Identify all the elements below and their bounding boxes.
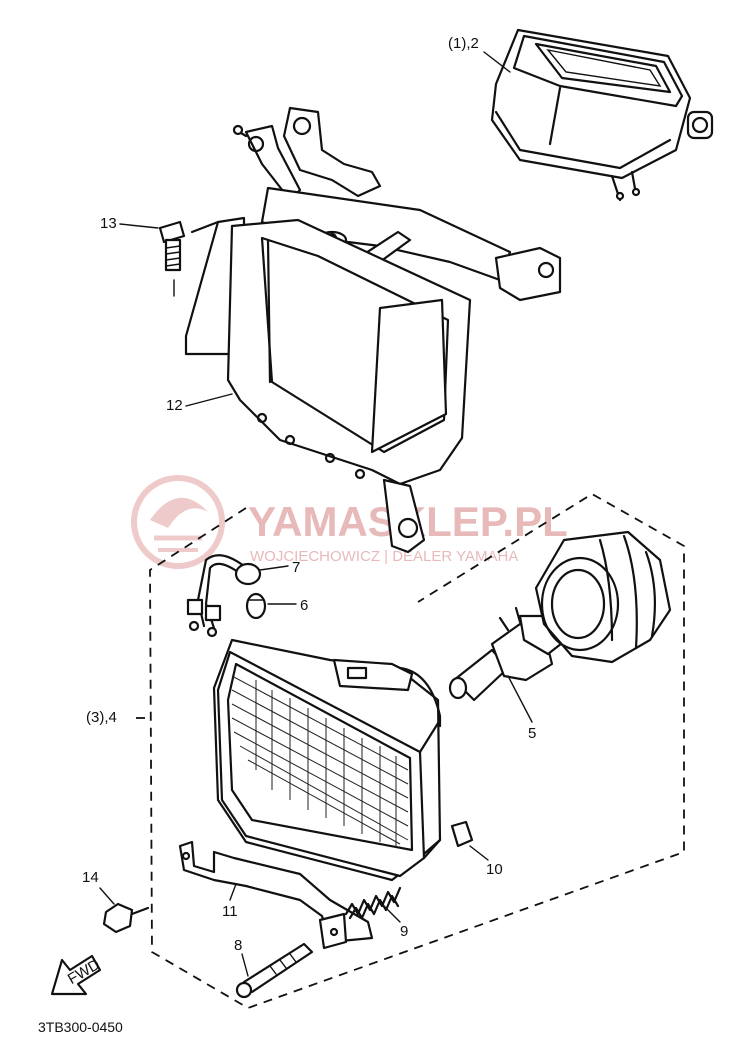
watermark: YAMASKLEP.PL WOJCIECHOWICZ | DEALER YAMA… (131, 475, 568, 569)
label-12: 12 (166, 397, 183, 414)
label-7: 7 (292, 559, 300, 576)
headlight-stay-12 (184, 106, 562, 554)
bulb-6 (245, 592, 267, 620)
bulb-5 (448, 606, 572, 702)
label-1-2: (1),2 (448, 35, 479, 52)
label-6: 6 (300, 597, 308, 614)
meter-housing (490, 28, 714, 202)
socket-cord-7 (186, 554, 262, 638)
watermark-subtitle: WOJCIECHOWICZ | DEALER YAMAHA (250, 548, 518, 565)
fwd-arrow-icon: FWD (50, 954, 103, 996)
bolt-13 (158, 220, 186, 297)
bracket-11 (178, 840, 374, 950)
label-5: 5 (528, 725, 536, 742)
label-11: 11 (222, 903, 238, 920)
label-9: 9 (400, 923, 408, 940)
label-3-4: (3),4 (86, 709, 117, 726)
bulb-cover (534, 530, 672, 664)
headlight-unit-outline (149, 492, 685, 1009)
watermark-logo-icon (131, 475, 225, 569)
screw-8 (235, 942, 314, 999)
label-14: 14 (82, 869, 99, 886)
label-10: 10 (486, 861, 503, 878)
label-13: 13 (100, 215, 117, 232)
diagram-code: 3TB300-0450 (38, 1019, 123, 1035)
spring-9 (344, 886, 402, 920)
nut-10 (450, 820, 474, 848)
headlight-unit (212, 638, 442, 882)
screw-14 (102, 902, 150, 934)
label-8: 8 (234, 937, 242, 954)
